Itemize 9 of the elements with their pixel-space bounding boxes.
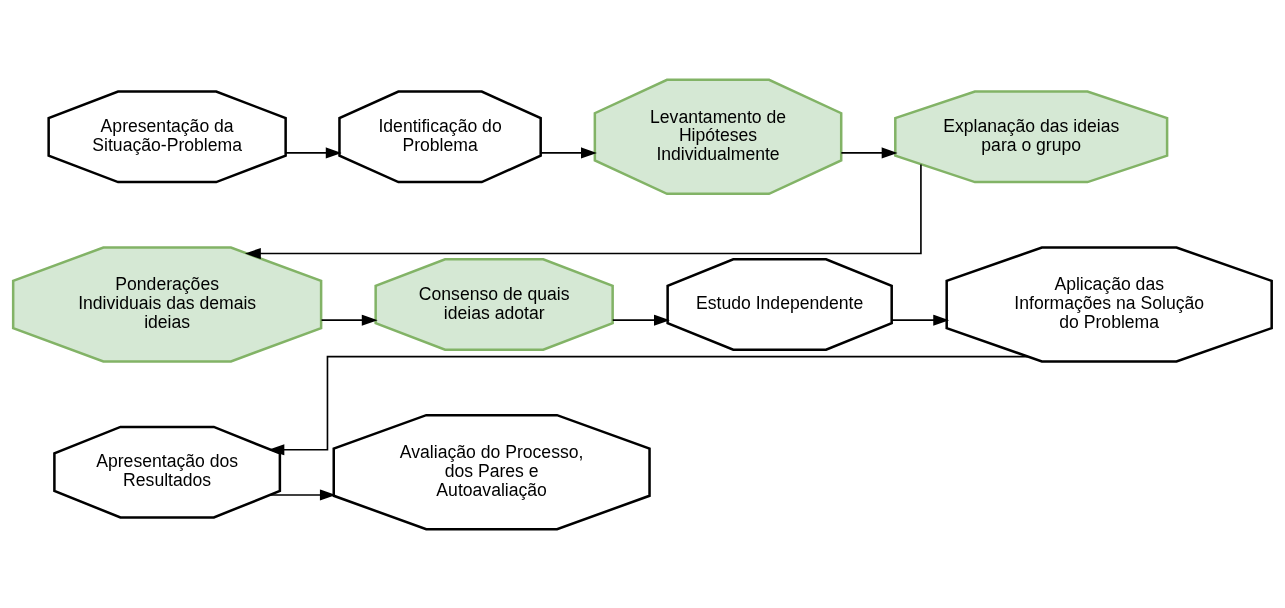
arrow bbox=[268, 355, 1029, 455]
arrow bbox=[244, 163, 922, 259]
arrow bbox=[284, 146, 342, 158]
arrow bbox=[540, 146, 597, 158]
arrow bbox=[840, 146, 898, 158]
arrow bbox=[890, 314, 950, 326]
arrow bbox=[611, 314, 670, 326]
arrow bbox=[269, 488, 336, 501]
arrow bbox=[320, 314, 378, 326]
